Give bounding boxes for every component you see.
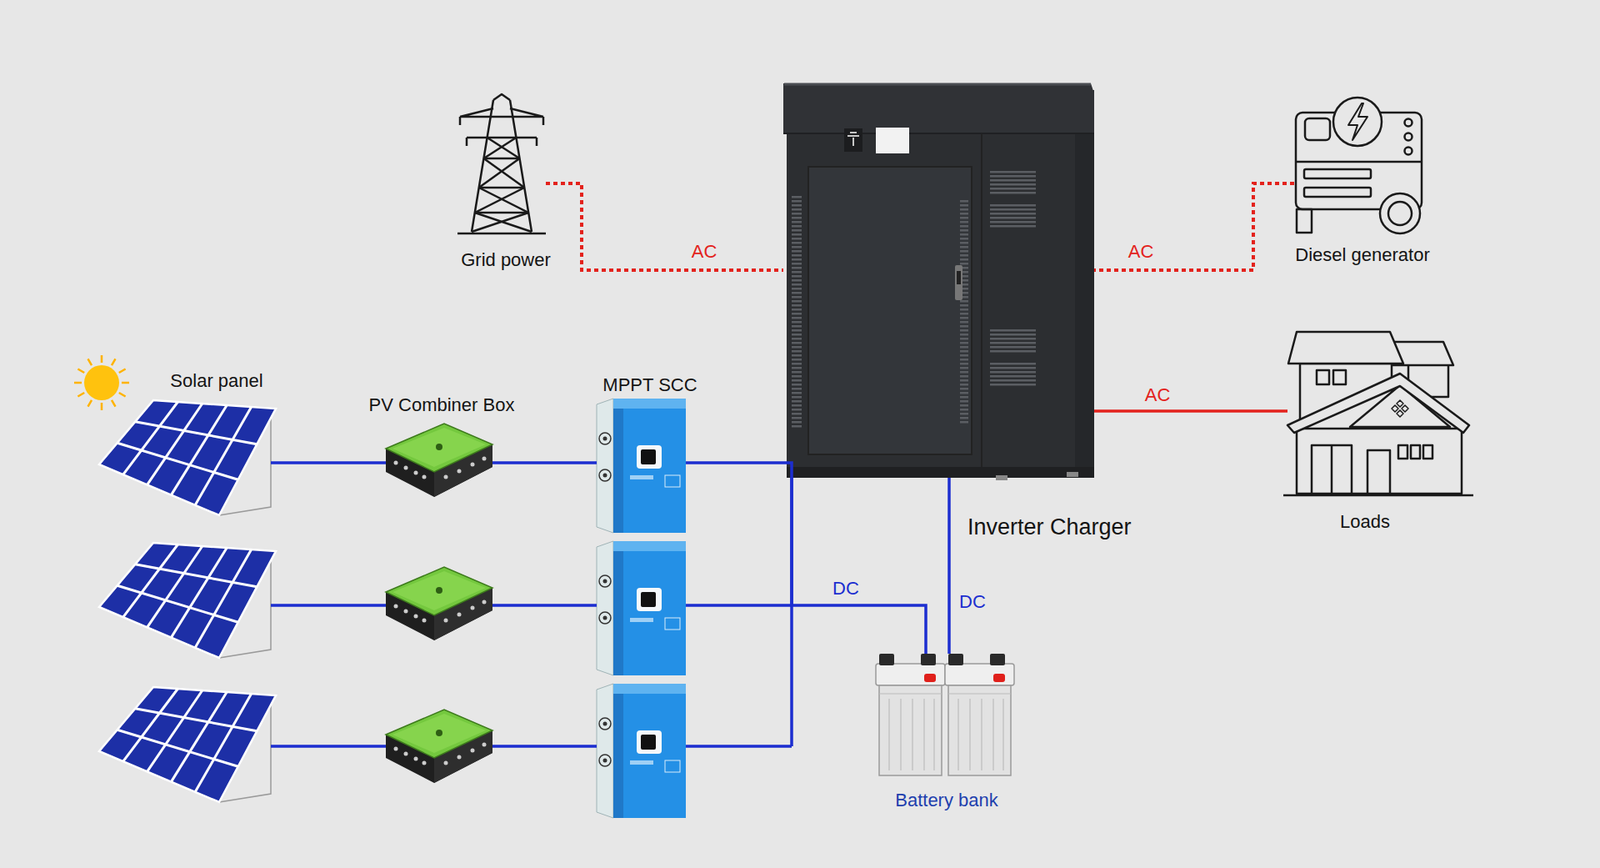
- inverter-cabinet: [955, 265, 963, 300]
- inverter-cabinet: [808, 166, 972, 455]
- diesel-generator-icon: [1295, 97, 1422, 234]
- house-icon: [1398, 445, 1408, 459]
- house-icon: [1311, 445, 1352, 494]
- sun-icon: [74, 355, 130, 410]
- inverter-cabinet: [783, 83, 1095, 480]
- connector: [270, 460, 386, 465]
- mppt-controller: [596, 683, 686, 818]
- component: Solar panel: [99, 400, 271, 515]
- house-icon: [1296, 428, 1462, 494]
- diesel-generator-icon: [1333, 97, 1382, 146]
- house-icon: [1410, 445, 1420, 459]
- inverter-cabinet: [847, 132, 860, 146]
- diesel-generator-icon: [1305, 118, 1330, 140]
- diesel-generator-icon: [1405, 133, 1413, 141]
- house-icon: [1287, 373, 1470, 433]
- component-label: Battery bank: [895, 789, 999, 810]
- connector-label: DC: [959, 590, 986, 612]
- component-label: Solar panel: [170, 370, 263, 391]
- sun-icon: [74, 355, 130, 410]
- component: Loads: [1287, 331, 1470, 497]
- inverter-cabinet: [980, 133, 983, 467]
- diesel-generator-icon: [1388, 201, 1412, 225]
- diesel-generator-icon: [1304, 187, 1371, 197]
- connector-label: AC: [1128, 240, 1155, 262]
- house-icon: [1283, 494, 1474, 497]
- combiner-box: [385, 423, 493, 497]
- mppt-controller: [596, 398, 686, 533]
- inverter-cabinet: [995, 475, 1008, 480]
- component: Battery bank: [875, 653, 1015, 776]
- grid-tower: [457, 94, 546, 234]
- component-label: Loads: [1340, 510, 1390, 532]
- combiner-box: [385, 709, 493, 783]
- connector: [1094, 409, 1288, 413]
- sun-icon: [84, 365, 120, 400]
- inverter-cabinet: [990, 170, 1036, 195]
- inverter-cabinet: [1075, 93, 1095, 475]
- grid-tower: [457, 94, 546, 234]
- inverter-cabinet: [786, 90, 1095, 475]
- component-label: Grid power: [460, 249, 551, 270]
- inverter-cabinet: [990, 329, 1036, 355]
- component-label: Diesel generator: [1295, 244, 1430, 265]
- house-icon: [1391, 400, 1409, 417]
- mppt-controller: [596, 540, 686, 675]
- connector: [545, 183, 784, 270]
- inverter-cabinet: [844, 128, 863, 152]
- house-icon: [1283, 331, 1474, 495]
- component: Diesel generator: [1294, 96, 1424, 235]
- house-icon: [1367, 450, 1390, 494]
- inverter-cabinet: [786, 466, 1095, 478]
- component: PV Combiner Box: [385, 423, 493, 500]
- diesel-generator-icon: [1380, 193, 1420, 234]
- connector-label: AC: [691, 240, 718, 262]
- house-icon: [1288, 331, 1404, 364]
- connector: [685, 462, 926, 654]
- inverter-cabinet: [783, 83, 1095, 134]
- component-label: MPPT SCC: [602, 374, 697, 395]
- component-label: PV Combiner Box: [369, 394, 515, 415]
- house-icon: [1423, 445, 1433, 459]
- component: Inverter Charger: [783, 83, 1095, 478]
- inverter-cabinet: [1066, 471, 1079, 477]
- inverter-cabinet: [990, 204, 1036, 228]
- diesel-generator-icon: [1405, 119, 1413, 127]
- grid-tower: [460, 108, 544, 146]
- inverter-cabinet: [990, 362, 1036, 388]
- inverter-cabinet: [783, 132, 1095, 135]
- battery: [945, 653, 1015, 775]
- diesel-generator-icon: [1405, 147, 1413, 155]
- connector: [492, 460, 597, 465]
- component: Grid power: [457, 94, 546, 235]
- inverter-cabinet: [791, 195, 802, 430]
- dc-wire: [270, 462, 792, 746]
- inverter-cabinet: [960, 200, 969, 425]
- connector: [947, 477, 951, 654]
- inverter-cabinet: [784, 83, 1091, 86]
- house-icon: [1333, 370, 1346, 385]
- diesel-generator-icon: [1296, 209, 1312, 233]
- inverter-cabinet: [956, 270, 961, 285]
- solar-panel: [99, 686, 276, 802]
- connector-label: DC: [832, 577, 860, 599]
- component: MPPT SCC: [596, 398, 686, 533]
- connector-label: AC: [1145, 384, 1171, 405]
- diesel-generator-icon: [1348, 103, 1368, 140]
- grid-tower: [471, 137, 532, 232]
- connector: [1094, 183, 1295, 270]
- inverter-cabinet: [875, 127, 910, 154]
- solar-panel: [99, 542, 276, 658]
- solar-panel: [99, 400, 276, 515]
- diesel-generator-icon: [1295, 160, 1422, 164]
- diesel-generator-icon: [1304, 169, 1371, 179]
- house-icon: [1330, 445, 1334, 494]
- house-icon: [1316, 370, 1330, 385]
- combiner-box: [385, 566, 493, 640]
- component-label: Inverter Charger: [967, 514, 1132, 540]
- battery: [875, 653, 945, 775]
